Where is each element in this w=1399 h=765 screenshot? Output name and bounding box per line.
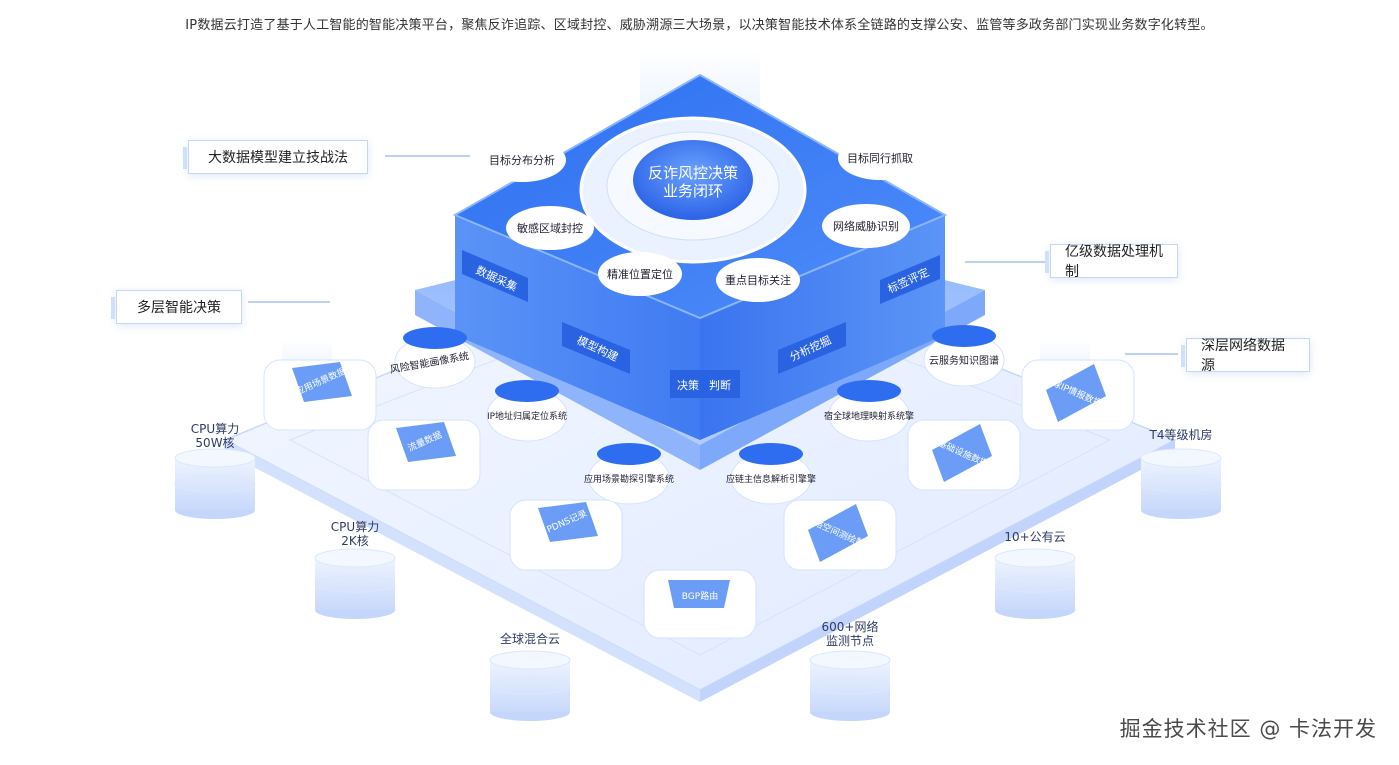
resource-label-2: CPU算力 2K核 <box>315 520 395 548</box>
system-puck-4: 宿全球地理映射系统擎 <box>824 380 914 442</box>
top-node-label: 目标同行抓取 <box>847 151 913 165</box>
top-node-6: 重点目标关注 <box>716 258 800 302</box>
resource-stack-2 <box>314 548 396 619</box>
plate-box-2: 流量数据 <box>367 419 481 491</box>
system-label: 宿全球地理映射系统擎 <box>824 410 914 422</box>
resource-label-line1: 全球混合云 <box>499 632 560 646</box>
resource-stack-3 <box>489 650 571 721</box>
resource-label-line1: CPU算力 <box>330 520 380 534</box>
plate-box-3: PDNS记录 <box>509 499 623 571</box>
top-node-label: 网络威胁识别 <box>833 219 899 233</box>
resource-label-1: CPU算力 50W核 <box>175 422 255 450</box>
core-title-line2: 业务闭环 <box>663 182 723 200</box>
resource-label-line2: 监测节点 <box>825 634 874 648</box>
system-puck-5: 应用场景勘探引擎系统 <box>584 443 674 505</box>
top-node-4: 网络威胁识别 <box>822 204 910 248</box>
resource-label-4: T4等级机房 <box>1141 428 1221 442</box>
callout-deep-network-source: 深层网络数据源 <box>1181 338 1310 374</box>
connector-arrows <box>248 155 1178 355</box>
resource-label-3: 全球混合云 <box>490 632 570 646</box>
system-label: 应用场景勘探引擎系统 <box>584 473 674 485</box>
resource-label-line1: T4等级机房 <box>1149 428 1213 442</box>
callout-data-processing: 亿级数据处理机制 <box>1045 244 1178 280</box>
resource-stack-1 <box>174 448 256 519</box>
plate-box-label: BGP路由 <box>682 590 718 602</box>
top-node-3: 敏感区域封控 <box>506 206 594 250</box>
plate-box-6: 基础设施数据 <box>907 419 1021 491</box>
core-title-line1: 反诈风控决策 <box>648 164 738 182</box>
resource-label-5: 10+公有云 <box>995 530 1075 544</box>
system-puck-1: 风险智能画像系统 <box>389 327 476 389</box>
flow-label-text: 判断 <box>709 378 731 392</box>
resource-stack-4 <box>1140 448 1222 519</box>
top-node-1: 目标分布分析 <box>478 138 566 182</box>
top-node-label: 目标分布分析 <box>489 153 555 167</box>
top-node-5: 精准位置定位 <box>598 252 682 296</box>
core-ring: 反诈风控决策 业务闭环 <box>579 116 807 264</box>
top-node-label: 重点目标关注 <box>725 273 791 287</box>
callout-model-tactics: 大数据模型建立技战法 <box>183 140 368 174</box>
top-node-label: 敏感区域封控 <box>517 221 583 235</box>
plate-box-4: BGP路由 <box>643 569 757 639</box>
system-label: IP地址归属定位系统 <box>487 410 567 422</box>
resource-label-line1: 10+公有云 <box>1004 530 1066 544</box>
plate-box-7: 全球IP情报数据库 <box>1021 359 1135 431</box>
plate-box-1: 应用场景数据 <box>263 359 377 431</box>
resource-stack-6 <box>809 650 891 721</box>
system-label: 应链主信息解析引擎擎 <box>726 473 816 485</box>
system-puck-2: 云服务知识图谱 <box>923 325 1005 387</box>
resource-label-6: 600+网络 监测节点 <box>810 620 890 648</box>
system-label: 云服务知识图谱 <box>929 354 999 367</box>
intro-text: IP数据云打造了基于人工智能的智能决策平台，聚焦反诈追踪、区域封控、威胁溯源三大… <box>185 18 1214 33</box>
plate-box-5: 网络空间测绘数据 <box>783 499 897 571</box>
flow-label-3: 决策 判断 <box>670 370 740 398</box>
system-puck-3: IP地址归属定位系统 <box>486 380 568 442</box>
resource-label-line2: 2K核 <box>341 534 369 548</box>
resource-label-line1: 600+网络 <box>821 620 879 634</box>
flow-label-text: 决策 <box>677 378 699 392</box>
top-node-label: 精准位置定位 <box>607 267 673 281</box>
top-node-2: 目标同行抓取 <box>838 136 922 180</box>
resource-stack-5 <box>994 548 1076 619</box>
callout-multilayer-decision: 多层智能决策 <box>111 290 242 324</box>
resource-label-line1: CPU算力 <box>190 422 240 436</box>
watermark: 掘金技术社区 @ 卡法开发 <box>1119 717 1377 741</box>
system-puck-6: 应链主信息解析引擎擎 <box>726 443 816 505</box>
resource-label-line2: 50W核 <box>195 436 235 450</box>
